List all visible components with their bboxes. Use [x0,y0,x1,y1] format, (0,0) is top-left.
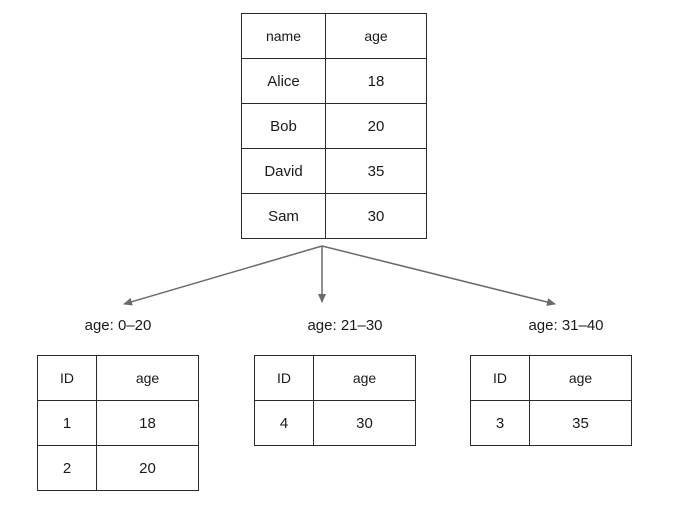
table-row: 1 18 [37,400,199,446]
partition-table-21-30: ID age 4 30 [254,355,416,446]
table-cell: 2 [37,445,97,491]
table-cell: 1 [37,400,97,446]
partition-label-0-20: age: 0–20 [84,317,152,334]
table-header-cell: ID [37,355,97,401]
table-header-row: ID age [254,355,416,401]
table-row: Sam 30 [241,193,427,239]
partition-label-31-40: age: 31–40 [528,317,604,334]
table-cell: 35 [325,148,427,194]
table-cell: 30 [325,193,427,239]
table-cell: 20 [325,103,427,149]
table-header-cell: ID [470,355,530,401]
table-cell: 3 [470,400,530,446]
table-cell: 4 [254,400,314,446]
table-cell: 30 [313,400,416,446]
table-row: 2 20 [37,445,199,491]
table-cell: 18 [325,58,427,104]
table-header-cell: age [529,355,632,401]
table-row: Bob 20 [241,103,427,149]
table-cell: 18 [96,400,199,446]
table-cell: 35 [529,400,632,446]
table-row: 4 30 [254,400,416,446]
table-header-cell: age [96,355,199,401]
table-cell: 20 [96,445,199,491]
table-row: 3 35 [470,400,632,446]
arrow-right [321,245,556,306]
table-cell: Sam [241,193,326,239]
arrow-left [123,245,323,306]
partition-table-0-20: ID age 1 18 2 20 [37,355,199,491]
table-header-cell: age [325,13,427,59]
table-header-row: name age [241,13,427,59]
table-row: Alice 18 [241,58,427,104]
table-row: David 35 [241,148,427,194]
table-header-row: ID age [37,355,199,401]
table-header-cell: age [313,355,416,401]
table-cell: David [241,148,326,194]
partition-label-21-30: age: 21–30 [307,317,383,334]
table-header-cell: name [241,13,326,59]
table-header-cell: ID [254,355,314,401]
table-header-row: ID age [470,355,632,401]
source-table: name age Alice 18 Bob 20 David 35 Sam 30 [241,13,427,239]
partition-table-31-40: ID age 3 35 [470,355,632,446]
